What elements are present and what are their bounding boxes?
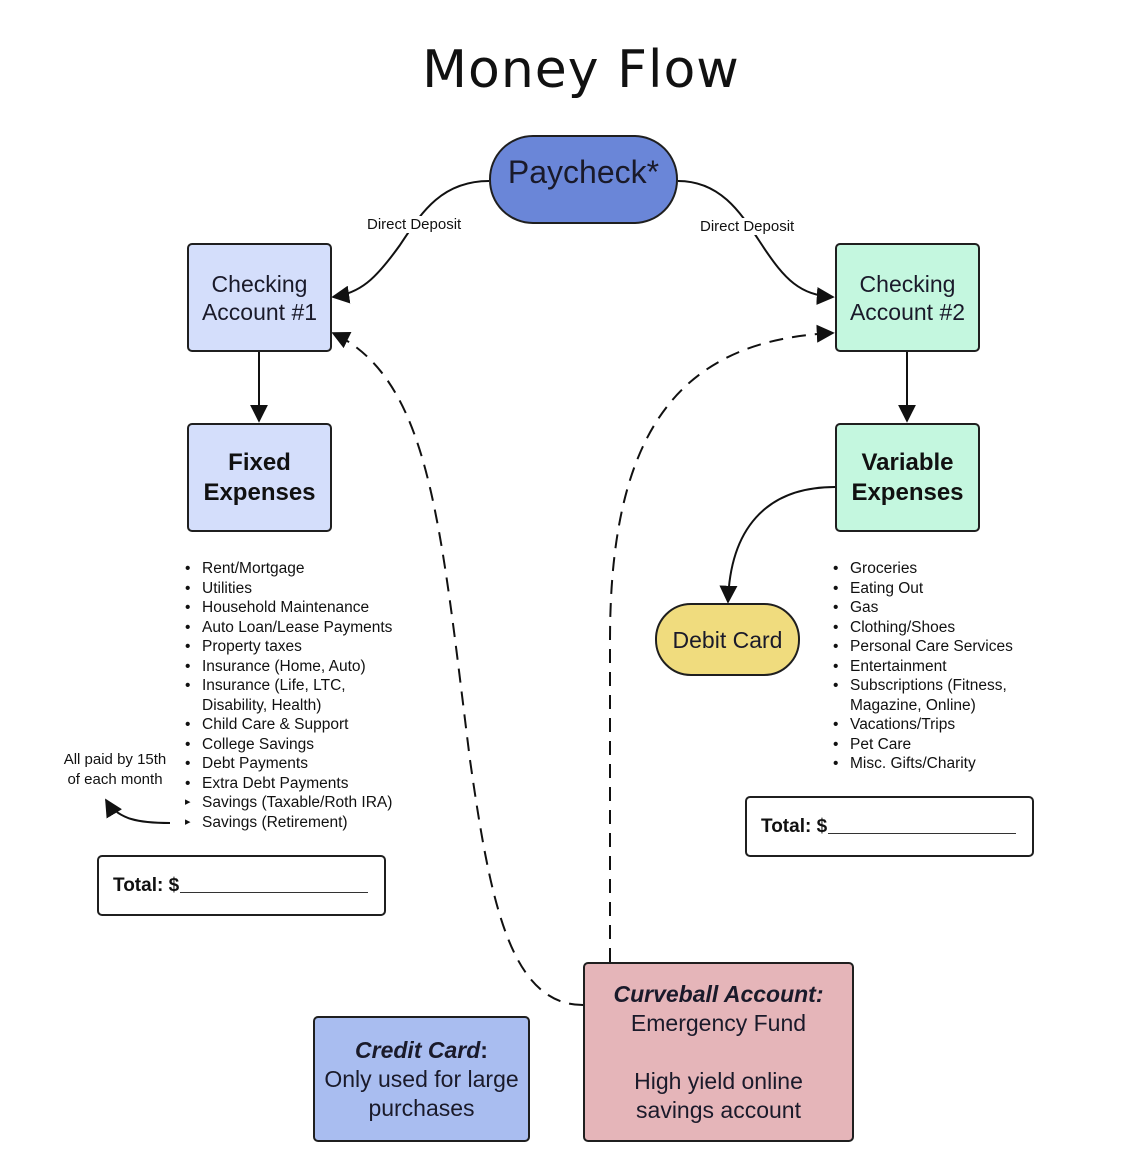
checking2-label-line1: Checking bbox=[859, 270, 956, 297]
list-item: Household Maintenance bbox=[185, 598, 392, 618]
paycheck-label: Paycheck* bbox=[507, 153, 660, 190]
variable-expenses-list: GroceriesEating OutGasClothing/ShoesPers… bbox=[833, 559, 1013, 774]
checking-account-1-node[interactable]: Checking Account #1 bbox=[187, 243, 332, 352]
variable-label-line2: Expenses bbox=[851, 478, 964, 506]
list-item: Groceries bbox=[833, 559, 1013, 579]
list-item: Property taxes bbox=[185, 637, 392, 657]
checking1-label-line1: Checking bbox=[211, 270, 308, 297]
list-item: Insurance (Home, Auto) bbox=[185, 657, 392, 677]
fixed-label-line1: Fixed bbox=[228, 448, 291, 476]
edge-curveball-to-checking1 bbox=[331, 331, 584, 1006]
list-item: Extra Debt Payments bbox=[185, 774, 392, 794]
fixed-expenses-node[interactable]: Fixed Expenses bbox=[187, 423, 332, 532]
list-item: Auto Loan/Lease Payments bbox=[185, 618, 392, 638]
list-item: Gas bbox=[833, 598, 1013, 618]
list-item: Debt Payments bbox=[185, 754, 392, 774]
fixed-total-label: Total: $ bbox=[113, 874, 180, 896]
payment-note: All paid by 15th of each month bbox=[56, 750, 174, 789]
direct-deposit-label-right: Direct Deposit bbox=[698, 218, 797, 235]
curveball-line2: High yield online bbox=[634, 1067, 803, 1094]
credit-card-line1: Only used for large bbox=[324, 1065, 519, 1092]
list-item: Entertainment bbox=[833, 657, 1013, 677]
edge-curveball-to-checking2 bbox=[609, 324, 835, 962]
edge-paycheck-to-checking2 bbox=[677, 180, 835, 305]
list-item: Clothing/Shoes bbox=[833, 618, 1013, 638]
checking2-label-line2: Account #2 bbox=[849, 298, 966, 325]
checking1-label-line2: Account #1 bbox=[201, 298, 318, 325]
credit-card-line2: purchases bbox=[368, 1094, 475, 1121]
list-item: Insurance (Life, LTC, bbox=[185, 676, 392, 696]
curveball-account-node[interactable]: Curveball Account: Emergency Fund High y… bbox=[583, 962, 854, 1142]
list-item: Eating Out bbox=[833, 579, 1013, 599]
list-item: Savings (Taxable/Roth IRA) bbox=[185, 793, 392, 813]
list-item: Child Care & Support bbox=[185, 715, 392, 735]
paycheck-node[interactable]: Paycheck* bbox=[489, 135, 678, 224]
edge-variable-to-debit bbox=[719, 486, 836, 604]
curveball-line3: savings account bbox=[636, 1096, 801, 1123]
list-item: Utilities bbox=[185, 579, 392, 599]
list-item: Vacations/Trips bbox=[833, 715, 1013, 735]
list-item: Misc. Gifts/Charity bbox=[833, 754, 1013, 774]
debit-card-node[interactable]: Debit Card bbox=[655, 603, 800, 676]
list-item: Magazine, Online) bbox=[850, 696, 976, 714]
list-item: Subscriptions (Fitness, bbox=[833, 676, 1013, 696]
page-title: Money Flow bbox=[422, 40, 740, 100]
fixed-total-blank[interactable] bbox=[180, 878, 369, 893]
curveball-title: Curveball Account: bbox=[613, 980, 824, 1007]
fixed-total-box[interactable]: Total: $ bbox=[97, 855, 386, 916]
curveball-line1: Emergency Fund bbox=[630, 1009, 807, 1036]
credit-card-title: Credit Card bbox=[355, 1036, 481, 1063]
edge-paycheck-to-checking1 bbox=[331, 180, 490, 304]
list-item: College Savings bbox=[185, 735, 392, 755]
note-arrow bbox=[105, 798, 171, 824]
fixed-expenses-list: Rent/MortgageUtilitiesHousehold Maintena… bbox=[185, 559, 392, 832]
list-item: Personal Care Services bbox=[833, 637, 1013, 657]
variable-expenses-node[interactable]: Variable Expenses bbox=[835, 423, 980, 532]
variable-total-box[interactable]: Total: $ bbox=[745, 796, 1034, 857]
variable-label-line1: Variable bbox=[861, 448, 954, 476]
debit-card-label: Debit Card bbox=[672, 626, 783, 653]
list-item: Pet Care bbox=[833, 735, 1013, 755]
list-item: Savings (Retirement) bbox=[185, 813, 392, 833]
list-item: Disability, Health) bbox=[202, 696, 322, 714]
variable-total-label: Total: $ bbox=[761, 815, 828, 837]
variable-total-blank[interactable] bbox=[828, 819, 1017, 834]
list-item: Rent/Mortgage bbox=[185, 559, 392, 579]
direct-deposit-label-left: Direct Deposit bbox=[365, 216, 464, 233]
note-line1: All paid by 15th bbox=[63, 751, 167, 768]
credit-card-node[interactable]: Credit Card: Only used for large purchas… bbox=[313, 1016, 530, 1142]
credit-card-colon: : bbox=[480, 1036, 488, 1063]
note-line2: of each month bbox=[67, 770, 163, 788]
checking-account-2-node[interactable]: Checking Account #2 bbox=[835, 243, 980, 352]
fixed-label-line2: Expenses bbox=[203, 478, 316, 506]
